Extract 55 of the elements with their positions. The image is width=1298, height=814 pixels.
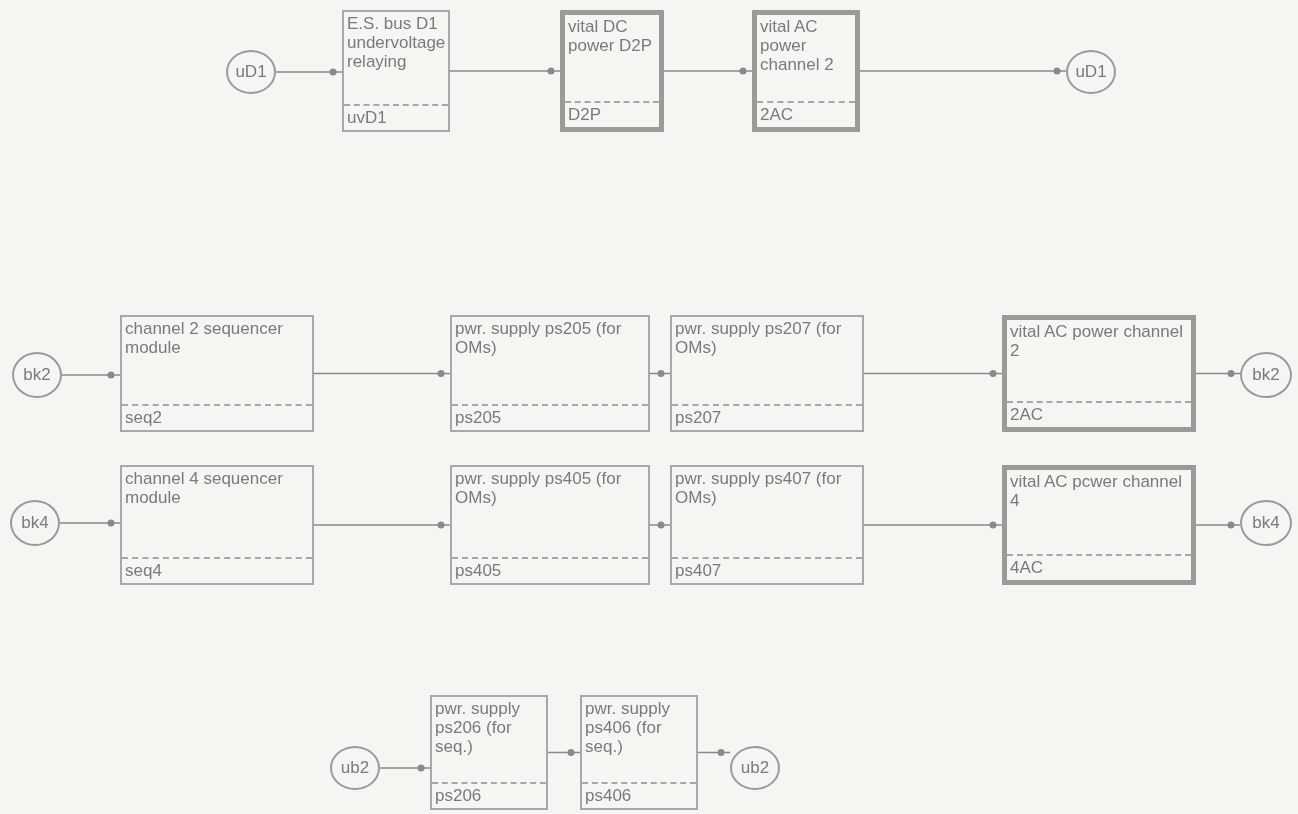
component-box [450, 465, 650, 585]
component-name: vital AC power channel 2 [759, 16, 835, 77]
component-box [670, 315, 864, 432]
connector-circle [10, 500, 60, 546]
connector-label: bk2 [23, 365, 51, 385]
component-name: pwr. supply ps206 (for seq.) [434, 698, 522, 759]
component-box [1002, 465, 1196, 585]
component-name: channel 4 sequencer module [124, 468, 284, 510]
component-box [342, 10, 450, 132]
component-id: ps207 [672, 404, 862, 430]
component-name: vital AC power channel 2 [1009, 321, 1184, 363]
component-id: uvD1 [344, 104, 448, 130]
component-box [580, 695, 698, 810]
component-id: ps407 [672, 557, 862, 583]
component-name: pwr. supply ps405 (for OMs) [454, 468, 623, 510]
connector-circle [1240, 500, 1292, 546]
component-id: ps206 [432, 782, 546, 808]
component-id: seq4 [122, 557, 312, 583]
connector-label: ub2 [740, 758, 770, 778]
connector-circle [730, 746, 780, 790]
component-box [120, 315, 314, 432]
component-name: pwr. supply ps207 (for OMs) [674, 318, 843, 360]
connector-circle [12, 352, 62, 398]
component-name: pwr. supply ps406 (for seq.) [584, 698, 672, 759]
component-id: 2AC [757, 101, 855, 127]
component-id: ps406 [582, 782, 696, 808]
component-name: vital DC power D2P [567, 16, 654, 58]
component-box [120, 465, 314, 585]
component-id: ps205 [452, 404, 648, 430]
component-box [1002, 315, 1196, 432]
component-name: pwr. supply ps407 (for OMs) [674, 468, 843, 510]
component-id: seq2 [122, 404, 312, 430]
connector-label: ub2 [340, 758, 370, 778]
connector-label: bk2 [1252, 365, 1280, 385]
connector-circle [1066, 50, 1116, 94]
connector-circle [330, 746, 380, 790]
component-id: D2P [565, 101, 659, 127]
component-box [450, 315, 650, 432]
component-name: vital AC pcwer channel 4 [1009, 471, 1183, 513]
component-box [752, 10, 860, 132]
connector-label: bk4 [1252, 513, 1280, 533]
component-name: pwr. supply ps205 (for OMs) [454, 318, 623, 360]
component-box [560, 10, 664, 132]
component-id: 2AC [1007, 401, 1191, 427]
connector-label: uD1 [1075, 62, 1107, 82]
connector-label: uD1 [235, 62, 267, 82]
component-id: 4AC [1007, 554, 1191, 580]
component-id: ps405 [452, 557, 648, 583]
connector-circle [1240, 352, 1292, 398]
component-box [670, 465, 864, 585]
component-name: E.S. bus D1 undervoltage relaying [346, 13, 447, 74]
connector-circle [226, 50, 276, 94]
component-box [430, 695, 548, 810]
connector-label: bk4 [21, 513, 49, 533]
component-name: channel 2 sequencer module [124, 318, 284, 360]
